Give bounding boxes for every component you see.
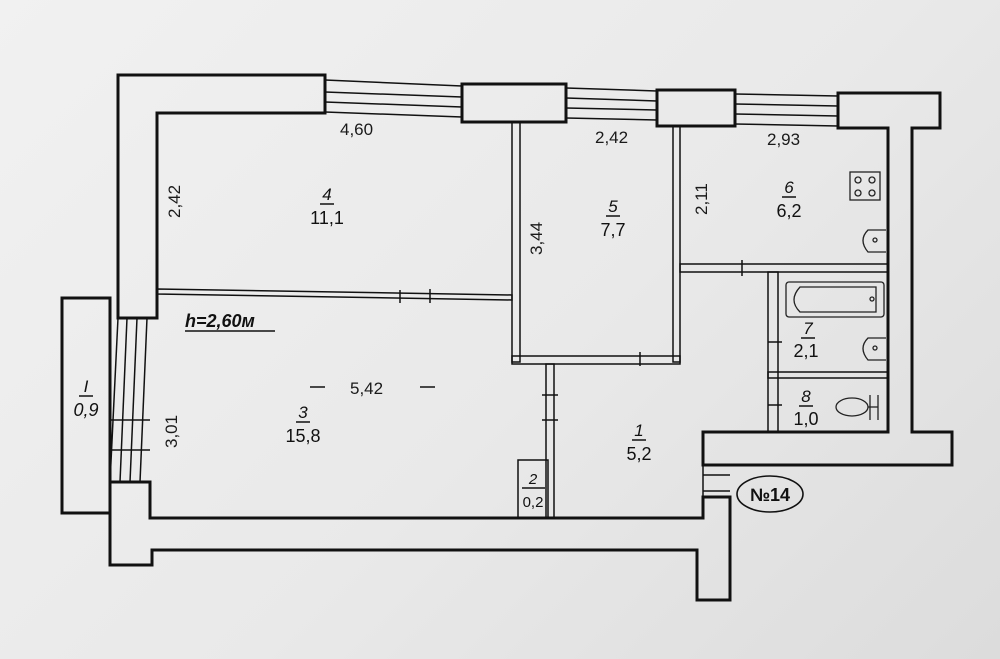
room-1-label: 1 5,2 bbox=[626, 421, 651, 464]
room-area: 15,8 bbox=[285, 426, 320, 446]
room-number: 1 bbox=[634, 421, 643, 440]
dim-room6-width: 2,93 bbox=[767, 130, 800, 149]
toilet-icon bbox=[835, 395, 879, 420]
dim-room3-width: 5,42 bbox=[350, 379, 383, 398]
wall-right bbox=[701, 91, 954, 467]
room-area: 7,7 bbox=[600, 220, 625, 240]
partitions bbox=[156, 121, 889, 519]
dim-room5-depth: 3,44 bbox=[527, 222, 546, 255]
wall-top-left bbox=[116, 73, 327, 320]
dim-room4-width: 4,60 bbox=[340, 120, 373, 139]
balcony bbox=[60, 296, 112, 515]
room-number: 8 bbox=[801, 387, 811, 406]
room-4-label: 4 11,1 bbox=[310, 185, 344, 228]
room-number: I bbox=[84, 377, 89, 396]
wall-bath-left bbox=[767, 271, 779, 433]
stove-icon bbox=[849, 171, 881, 201]
window-room6 bbox=[734, 93, 839, 127]
wall-room5-bottom bbox=[511, 355, 681, 365]
room-number: 2 bbox=[528, 471, 538, 488]
room-3-label: 3 15,8 bbox=[285, 403, 320, 446]
fixtures bbox=[785, 171, 886, 420]
wall-room6-bottom bbox=[679, 263, 889, 273]
room-area: 5,2 bbox=[626, 444, 651, 464]
window-room5 bbox=[565, 87, 658, 121]
room-number: 6 bbox=[784, 178, 794, 197]
room-area: 11,1 bbox=[310, 208, 344, 228]
wall-pier-1 bbox=[460, 82, 568, 124]
room-area: 0,9 bbox=[73, 400, 98, 420]
closet bbox=[517, 459, 549, 519]
room-area: 2,1 bbox=[793, 341, 818, 361]
room-number: 7 bbox=[803, 319, 813, 338]
apartment-number: №14 bbox=[750, 485, 790, 505]
apartment-number-badge: №14 bbox=[736, 475, 804, 513]
dim-room5-width: 2,42 bbox=[595, 128, 628, 147]
room-2-label: 2 0,2 bbox=[522, 471, 545, 511]
room-number: 4 bbox=[322, 185, 331, 204]
wall-bottom bbox=[108, 480, 732, 602]
windows bbox=[109, 79, 839, 483]
room-area: 1,0 bbox=[793, 409, 818, 429]
wall-pier-2 bbox=[655, 88, 737, 128]
room-8-label: 8 1,0 bbox=[793, 387, 818, 429]
room-number: 3 bbox=[298, 403, 308, 422]
dim-room4-depth: 2,42 bbox=[165, 185, 184, 218]
ceiling-height: h=2,60м bbox=[185, 311, 255, 331]
room-5-label: 5 7,7 bbox=[600, 197, 625, 240]
room-7-label: 7 2,1 bbox=[793, 319, 818, 361]
room-6-label: 6 6,2 bbox=[776, 178, 801, 221]
room-number: 5 bbox=[608, 197, 618, 216]
outer-walls bbox=[108, 73, 954, 602]
wall-room5-left bbox=[511, 121, 521, 363]
dim-room3-depth: 3,01 bbox=[162, 415, 181, 448]
wall-bath-divider bbox=[767, 371, 889, 379]
bathtub-icon bbox=[785, 281, 885, 318]
wall-room4-bottom bbox=[156, 288, 513, 301]
kitchen-sink-icon bbox=[862, 229, 886, 253]
dimension-labels: 4,60 2,42 2,42 3,44 2,93 2,11 5,42 3,01 … bbox=[162, 120, 800, 448]
balcony-label: I 0,9 bbox=[73, 377, 98, 420]
wall-room5-right bbox=[672, 125, 681, 363]
room-area: 6,2 bbox=[776, 201, 801, 221]
room-area: 0,2 bbox=[523, 494, 544, 511]
wall-hall-left bbox=[545, 363, 555, 519]
bath-sink-icon bbox=[862, 337, 886, 361]
room-labels: 4 11,1 5 7,7 6 6,2 7 2,1 8 1,0 3 15,8 bbox=[73, 178, 818, 511]
dim-room6-depth: 2,11 bbox=[692, 183, 711, 215]
window-room3 bbox=[109, 317, 150, 483]
window-room4 bbox=[324, 79, 463, 118]
